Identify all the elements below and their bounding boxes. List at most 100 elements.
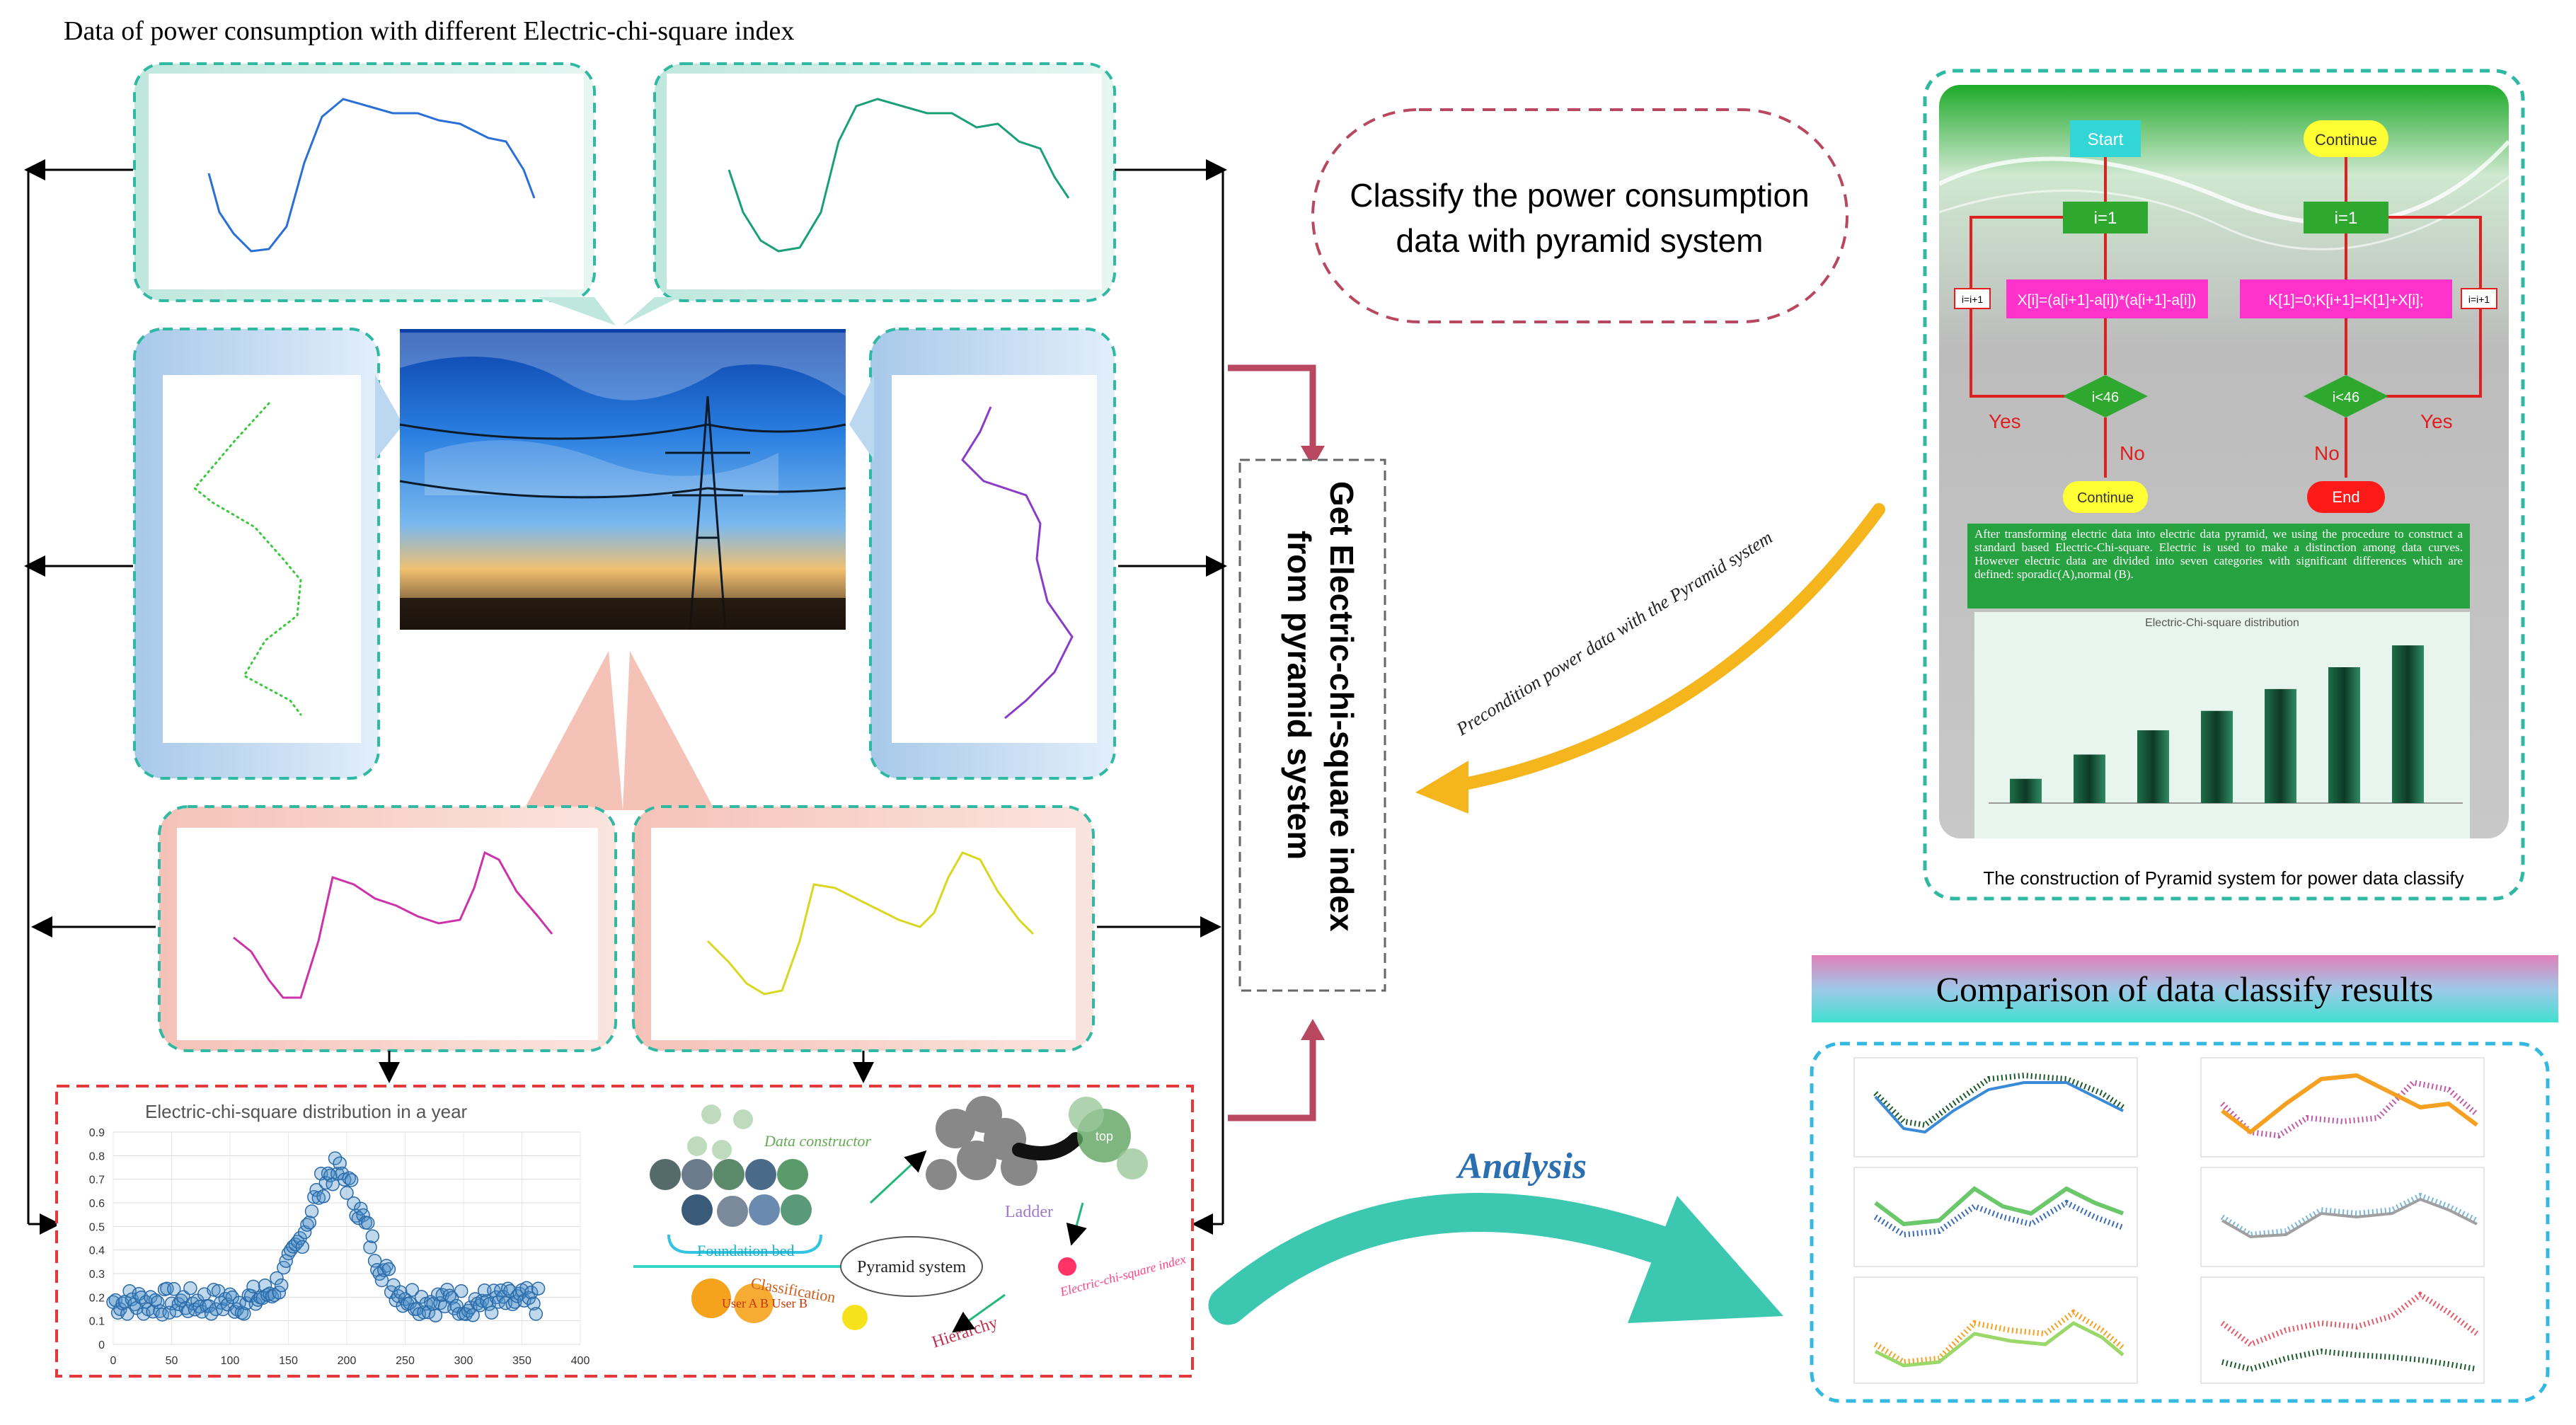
analysis-label: Analysis (1456, 1146, 1587, 1187)
scatter-point (500, 1281, 515, 1296)
scatter-point (381, 1262, 396, 1276)
comparison-title: Comparison of data classify results (1936, 969, 2434, 1009)
orange-curved-arrow: Precondition power data with the Pyramid… (1415, 503, 1885, 814)
scatter-x-tick: 300 (454, 1355, 473, 1367)
scatter-x-tick: 250 (396, 1355, 415, 1367)
scatter-point (393, 1285, 408, 1300)
scatter-point (304, 1204, 319, 1218)
flow-right-init: i=1 (2335, 209, 2358, 228)
flow-right-start: Continue (2315, 131, 2377, 149)
ladder-label: Ladder (1005, 1203, 1053, 1221)
right-bus-lines (1097, 159, 1227, 1235)
bar-chart-bars (1989, 645, 2463, 804)
comparison-plot-1 (1853, 1057, 2138, 1158)
scatter-x-tick: 100 (221, 1355, 240, 1367)
bottom-down-arrows (379, 1051, 874, 1083)
bar-chart-bar (2392, 645, 2424, 803)
chart-top-left-line (207, 98, 536, 253)
scatter-point (246, 1279, 260, 1294)
scatter-point (356, 1208, 370, 1223)
bar-chart-bar (2201, 710, 2233, 803)
scatter-point (349, 1208, 363, 1223)
panel-mid-right (849, 328, 1116, 780)
chart-mid-right-frame (892, 375, 1097, 743)
scatter-point (340, 1186, 354, 1200)
chart-bottom-left-frame (177, 828, 598, 1040)
bar-chart-bar (2010, 778, 2042, 803)
scatter-y-tick: 0 (98, 1339, 105, 1351)
bar-chart-bar (2074, 754, 2105, 803)
top-label: top (1096, 1129, 1113, 1143)
scatter-point (529, 1307, 544, 1321)
scatter-point (421, 1305, 436, 1320)
scatter-point (160, 1281, 174, 1296)
scatter-point (302, 1216, 316, 1230)
chart-mid-left-frame (163, 375, 361, 743)
maroon-arrows (1228, 364, 1316, 1121)
scatter-point (363, 1240, 377, 1254)
center-box-line1: Get Electric-chi-square index (1323, 481, 1360, 932)
scatter-x-tick: 150 (279, 1355, 298, 1367)
scatter-x-tick: 400 (571, 1355, 590, 1367)
flow-left-yes: Yes (1989, 410, 2021, 432)
comparison-header-bg (1812, 955, 2558, 1022)
scatter-point (333, 1156, 347, 1170)
scatter-x-tick: 50 (166, 1355, 178, 1367)
scatter-y-tick: 0.6 (89, 1198, 105, 1210)
scatter-point (270, 1271, 284, 1286)
scatter-point (466, 1308, 480, 1322)
chart-bottom-right-line (706, 851, 1035, 996)
bar-chart-bar (2328, 667, 2360, 803)
scatter-point (531, 1281, 546, 1296)
classify-line1: Classify the power consumption (1350, 177, 1809, 214)
panel-bottom-right (623, 651, 1095, 1052)
scatter-y-tick: 0.3 (89, 1269, 105, 1281)
flow-left-no: No (2120, 442, 2145, 464)
center-index-box (1238, 458, 1386, 992)
chart-top-left-frame (149, 74, 584, 289)
scatter-point (444, 1291, 459, 1305)
flowchart-panel: Start i=1 X[i]=(a[i+1]-a[i])*(a[i+1]-a[i… (1923, 69, 2525, 901)
scatter-chart: Electric-chi-square distribution in a ye… (89, 1101, 590, 1367)
chart-top-right-frame (667, 74, 1102, 289)
panel-bottom-left (158, 651, 623, 1052)
panel-top-left (133, 62, 616, 325)
bar-chart-bar (2265, 688, 2296, 803)
scatter-point (207, 1283, 221, 1297)
flow-left-cond: i<46 (2092, 390, 2119, 405)
chart-mid-right-line (961, 406, 1074, 720)
comparison-plot-4 (2200, 1167, 2485, 1267)
flow-left-end: Continue (2077, 490, 2134, 506)
scatter-chart-title: Electric-chi-square distribution in a ye… (145, 1101, 468, 1122)
scatter-point (150, 1295, 165, 1310)
precondition-label: Precondition power data with the Pyramid… (1452, 527, 1776, 740)
maroon-arrowhead-top (1301, 446, 1325, 467)
scatter-point (524, 1286, 539, 1300)
scatter-point (300, 1218, 314, 1232)
scatter-point (328, 1151, 343, 1165)
analysis-arrow: Analysis (1208, 1146, 1783, 1325)
scatter-point (454, 1283, 468, 1298)
scatter-point (342, 1171, 357, 1186)
classify-line2: data with pyramid system (1396, 222, 1764, 259)
flow-right-no: No (2314, 442, 2340, 464)
scatter-x-tick: 200 (338, 1355, 357, 1367)
bar-chart-bar (2137, 730, 2169, 803)
scatter-y-tick: 0.5 (89, 1221, 105, 1233)
flow-description: After transforming electric data into el… (1974, 527, 2463, 581)
comparison-plot-5 (1853, 1276, 2138, 1384)
main-title: Data of power consumption with different… (64, 16, 794, 46)
flowchart-caption: The construction of Pyramid system for p… (1983, 867, 2463, 889)
flow-left-init: i=1 (2094, 209, 2117, 228)
bar-chart-title: Electric-Chi-square distribution (2145, 617, 2299, 629)
foundation-bed-label: Foundation bed (697, 1242, 795, 1259)
scatter-y-tick: 0.1 (89, 1316, 105, 1328)
scatter-point (225, 1290, 240, 1305)
flow-left-incr: i=i+1 (1962, 294, 1984, 305)
comparison-panel (1810, 1042, 2550, 1403)
flow-right-formula: K[1]=0;K[i+1]=K[1]+X[i]; (2268, 292, 2423, 308)
comparison-plot-3 (1853, 1167, 2138, 1267)
comparison-plot-6 (2200, 1276, 2485, 1384)
